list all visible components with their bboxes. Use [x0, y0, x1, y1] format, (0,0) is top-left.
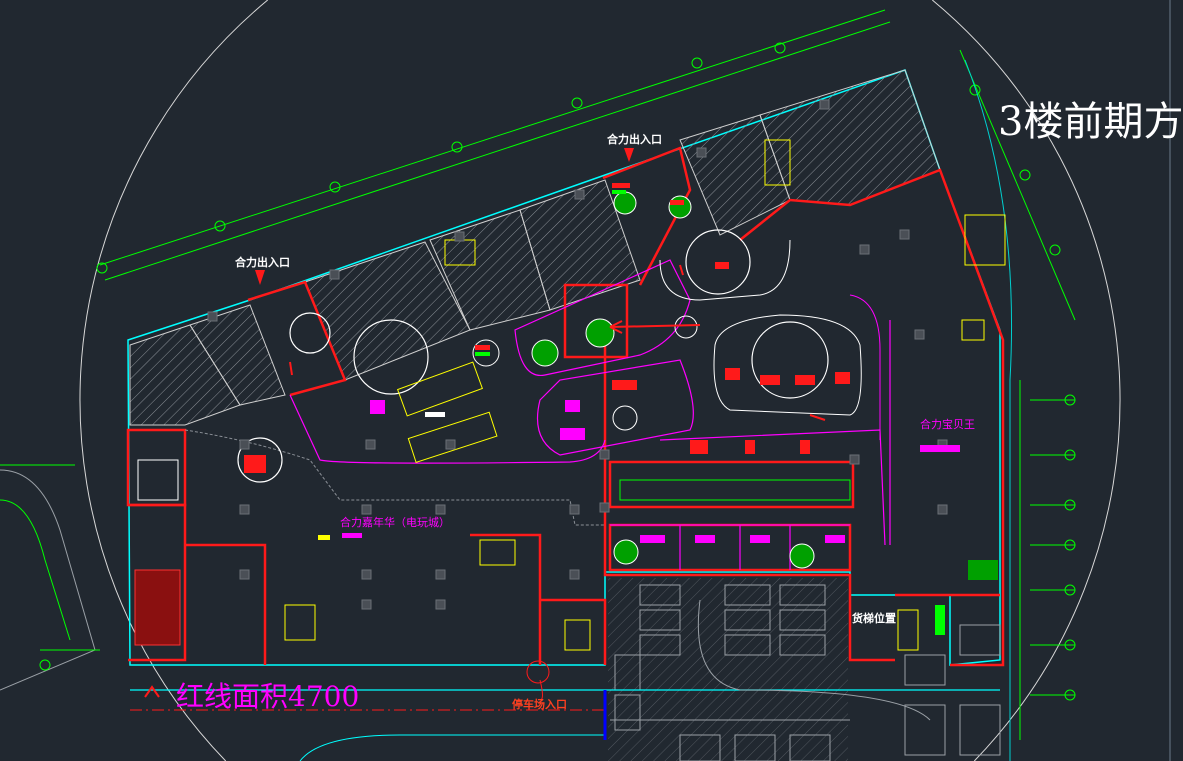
tenant-markers	[244, 183, 998, 635]
road-centerline	[0, 499, 71, 641]
freight-elevator-label: 货梯位置	[851, 611, 896, 625]
atriums	[237, 229, 829, 483]
axis-bubbles	[39, 42, 1076, 701]
dashed-circulation-line	[184, 429, 605, 526]
parking-area	[608, 578, 848, 761]
entrance-label-north: 合力出入口	[607, 132, 662, 146]
tenant-partitions	[289, 259, 891, 570]
parking-stalls	[614, 584, 1001, 761]
red-line-area-label: 红线面积4700	[176, 680, 359, 713]
columns	[207, 99, 948, 610]
arcade-label: 合力嘉年华（电玩城）	[340, 515, 450, 529]
parking-entrance-marker	[526, 660, 550, 684]
island-kiosk	[713, 314, 862, 416]
road-curve	[299, 734, 605, 761]
kids-label: 合力宝贝王	[920, 417, 975, 431]
drawing-title: 3楼前期方	[998, 99, 1183, 145]
arcade-counter	[619, 479, 851, 501]
stairs	[284, 139, 1006, 651]
entrance-arrow-icon	[255, 270, 265, 285]
arrows	[289, 264, 826, 421]
axis-grid	[0, 9, 1076, 740]
entrance-label-west: 合力出入口	[235, 255, 290, 269]
stair-core-west	[137, 459, 179, 501]
entrance-arrow-icon	[624, 148, 634, 162]
parking-ramp-curve	[697, 599, 931, 721]
road-outline	[0, 469, 96, 691]
escalator-circles	[472, 191, 815, 569]
atrium-edge	[659, 239, 791, 301]
parking-entrance-label: 停车场入口	[512, 697, 567, 711]
kids-area-partition	[849, 294, 881, 440]
north-arrow-icon	[144, 685, 160, 698]
site-boundary-east	[964, 59, 1013, 761]
stair-block-red	[134, 569, 181, 646]
red-boundary	[126, 146, 1005, 667]
hatched-shops	[129, 69, 941, 426]
site-circle	[79, 0, 1121, 761]
